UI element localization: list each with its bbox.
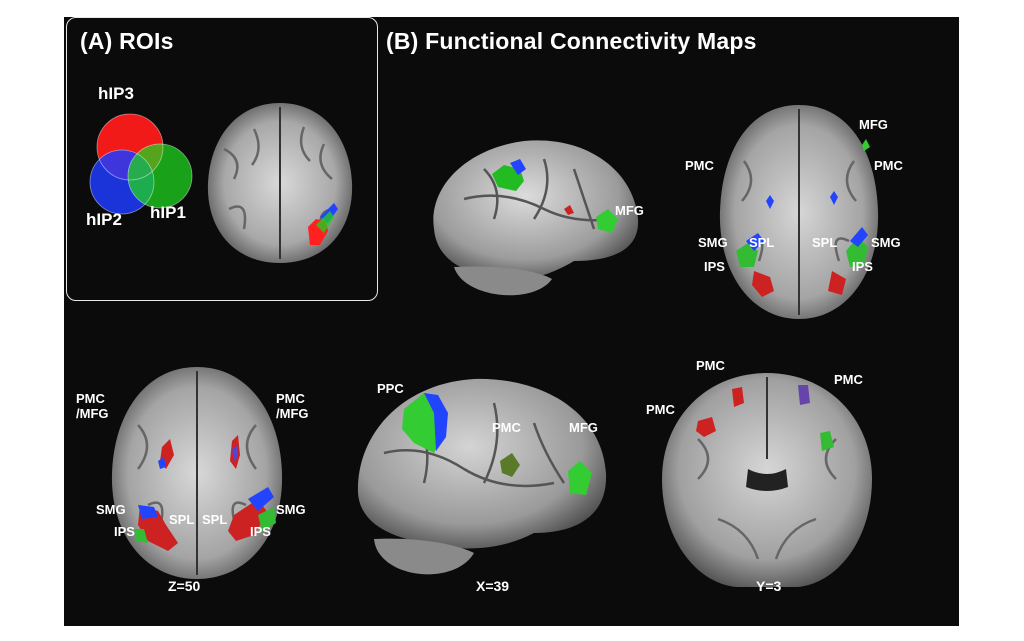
axial-z-ips-right-label: IPS	[250, 524, 271, 539]
coronal-pmc-top-right-label: PMC	[834, 372, 863, 387]
panel-a-title: (A) ROIs	[80, 28, 174, 54]
axial-top-smg-right-label: SMG	[871, 235, 901, 250]
roi-cluster-green	[316, 211, 334, 233]
axial-top-spl-left-label: SPL	[749, 235, 775, 250]
axial-z-brain	[111, 367, 283, 579]
hip3-label: hIP3	[98, 84, 134, 103]
axial-z-pmc-left-label-2: /MFG	[76, 406, 109, 421]
axial-z-pmc-left-label-1: PMC	[76, 391, 105, 406]
sagittal-mfg-cluster	[568, 461, 592, 495]
lateral-mfg-cluster	[596, 209, 618, 233]
axial-top-smg-left-label: SMG	[698, 235, 728, 250]
coronal-pmc-left-label: PMC	[646, 402, 675, 417]
sagittal-coord: X=39	[476, 578, 510, 594]
hip2-label: hIP2	[86, 210, 122, 229]
figure-panel: (A) ROIs hIP3 hIP2 hIP1 (B) Functional C…	[64, 17, 959, 626]
sagittal-mfg-label: MFG	[569, 420, 598, 435]
axial-z-spl-left-label: SPL	[169, 512, 195, 527]
axial-z-pmc-right-label-1: PMC	[276, 391, 305, 406]
axial-top-ips-left-label: IPS	[704, 259, 725, 274]
axial-top-pmc-right-label: PMC	[874, 158, 903, 173]
hip1-circle	[128, 144, 192, 208]
coronal-coord: Y=3	[756, 578, 782, 594]
axial-top-spl-right-label: SPL	[812, 235, 838, 250]
lateral-mfg-label: MFG	[615, 203, 644, 218]
axial-z-ips-left-label: IPS	[114, 524, 135, 539]
axial-z-spl-right-label: SPL	[202, 512, 228, 527]
roi-panel-frame	[66, 17, 378, 301]
axial-z-smg-left-label: SMG	[96, 502, 126, 517]
coronal-brain	[662, 373, 872, 587]
axial-z-coord: Z=50	[168, 578, 201, 594]
axial-top-brain	[719, 105, 879, 319]
sagittal-brain	[357, 378, 607, 575]
axial-top-ips-right-label: IPS	[852, 259, 873, 274]
axial-top-pmc-left-label: PMC	[685, 158, 714, 173]
axial-z-pmc-right-label-2: /MFG	[276, 406, 309, 421]
sagittal-pmc-label: PMC	[492, 420, 521, 435]
hip1-label: hIP1	[150, 203, 186, 222]
sagittal-ppc-label: PPC	[377, 381, 404, 396]
panel-b-title: (B) Functional Connectivity Maps	[386, 28, 757, 54]
sagittal-ppc-blue	[424, 393, 448, 451]
lateral-brain	[433, 140, 639, 296]
coronal-pmc-top-left-label: PMC	[696, 358, 725, 373]
axial-top-mfg-label: MFG	[859, 117, 888, 132]
roi-venn-diagram	[89, 113, 193, 215]
axial-z-smg-right-label: SMG	[276, 502, 306, 517]
lateral-cluster-blue	[510, 159, 526, 175]
roi-axial-brain	[207, 103, 353, 263]
